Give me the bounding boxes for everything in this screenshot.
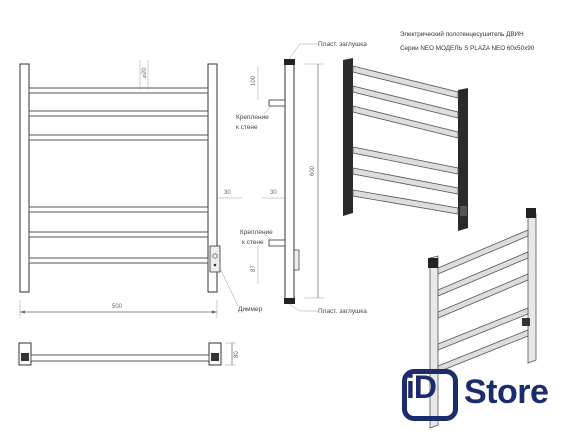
top-view: 80 [18, 342, 240, 366]
top-view-rail [30, 354, 210, 362]
side-top-cap [284, 59, 295, 65]
dim-width: 500 [112, 304, 123, 310]
iso-view-light [428, 208, 537, 429]
front-view: ⌀20 30 500 Диммер [19, 60, 263, 318]
side-post [284, 63, 295, 301]
logo-text: Store [464, 373, 549, 411]
front-rail [28, 231, 209, 238]
drawing-title-line2: Серии NEO МОДЕЛЬ S PLAZA NEO 60x50x90 [400, 45, 535, 52]
front-rail [28, 257, 209, 264]
front-rail [28, 206, 209, 213]
side-wall-bracket-bottom [268, 239, 286, 247]
dim-tube-diameter: ⌀20 [142, 67, 148, 78]
label-wall-mount-bottom-2: к стене [242, 239, 264, 246]
idstore-logo: iD Store [402, 367, 556, 423]
side-wall-bracket-top [268, 99, 286, 107]
dimmer-box [209, 245, 221, 273]
front-left-post [19, 63, 30, 293]
iso1-left-post [343, 58, 353, 216]
dim-top-offset: 100 [251, 75, 257, 86]
dim-height: 600 [310, 165, 316, 176]
front-right-post [207, 63, 218, 293]
side-view: 100 600 30 87 Пласт. заглушка Пласт. заг… [236, 41, 367, 315]
front-rail [28, 87, 209, 94]
front-rail [28, 134, 209, 141]
side-bottom-cap [284, 298, 295, 304]
dim-bottom-offset: 87 [251, 265, 257, 272]
drawing-title-line1: Электрический полотенцесушитель ДВИН [400, 30, 524, 38]
dimmer-knob-icon [212, 253, 218, 259]
logo-mark: iD [406, 369, 437, 405]
side-dimmer [293, 249, 300, 271]
dim-depth: 80 [234, 351, 240, 358]
dimmer-led-icon [213, 263, 217, 267]
label-bottom-cap: Пласт. заглушка [318, 308, 367, 315]
label-wall-mount-top-1: Крепление [236, 114, 269, 121]
label-dimmer: Диммер [238, 306, 263, 313]
iso2-right-post [527, 213, 537, 364]
iso1-dimmer [460, 206, 467, 216]
label-wall-mount-top-2: к стене [236, 124, 258, 131]
logo-frame-icon [402, 369, 458, 421]
dim-gap-side: 30 [270, 190, 277, 196]
iso-view-dark [343, 58, 468, 231]
front-rail [28, 110, 209, 117]
dim-gap-right: 30 [224, 190, 231, 196]
label-wall-mount-bottom-1: Крепление [240, 229, 273, 236]
iso1-right-post [458, 88, 468, 231]
label-top-cap: Пласт. заглушка [318, 41, 367, 48]
